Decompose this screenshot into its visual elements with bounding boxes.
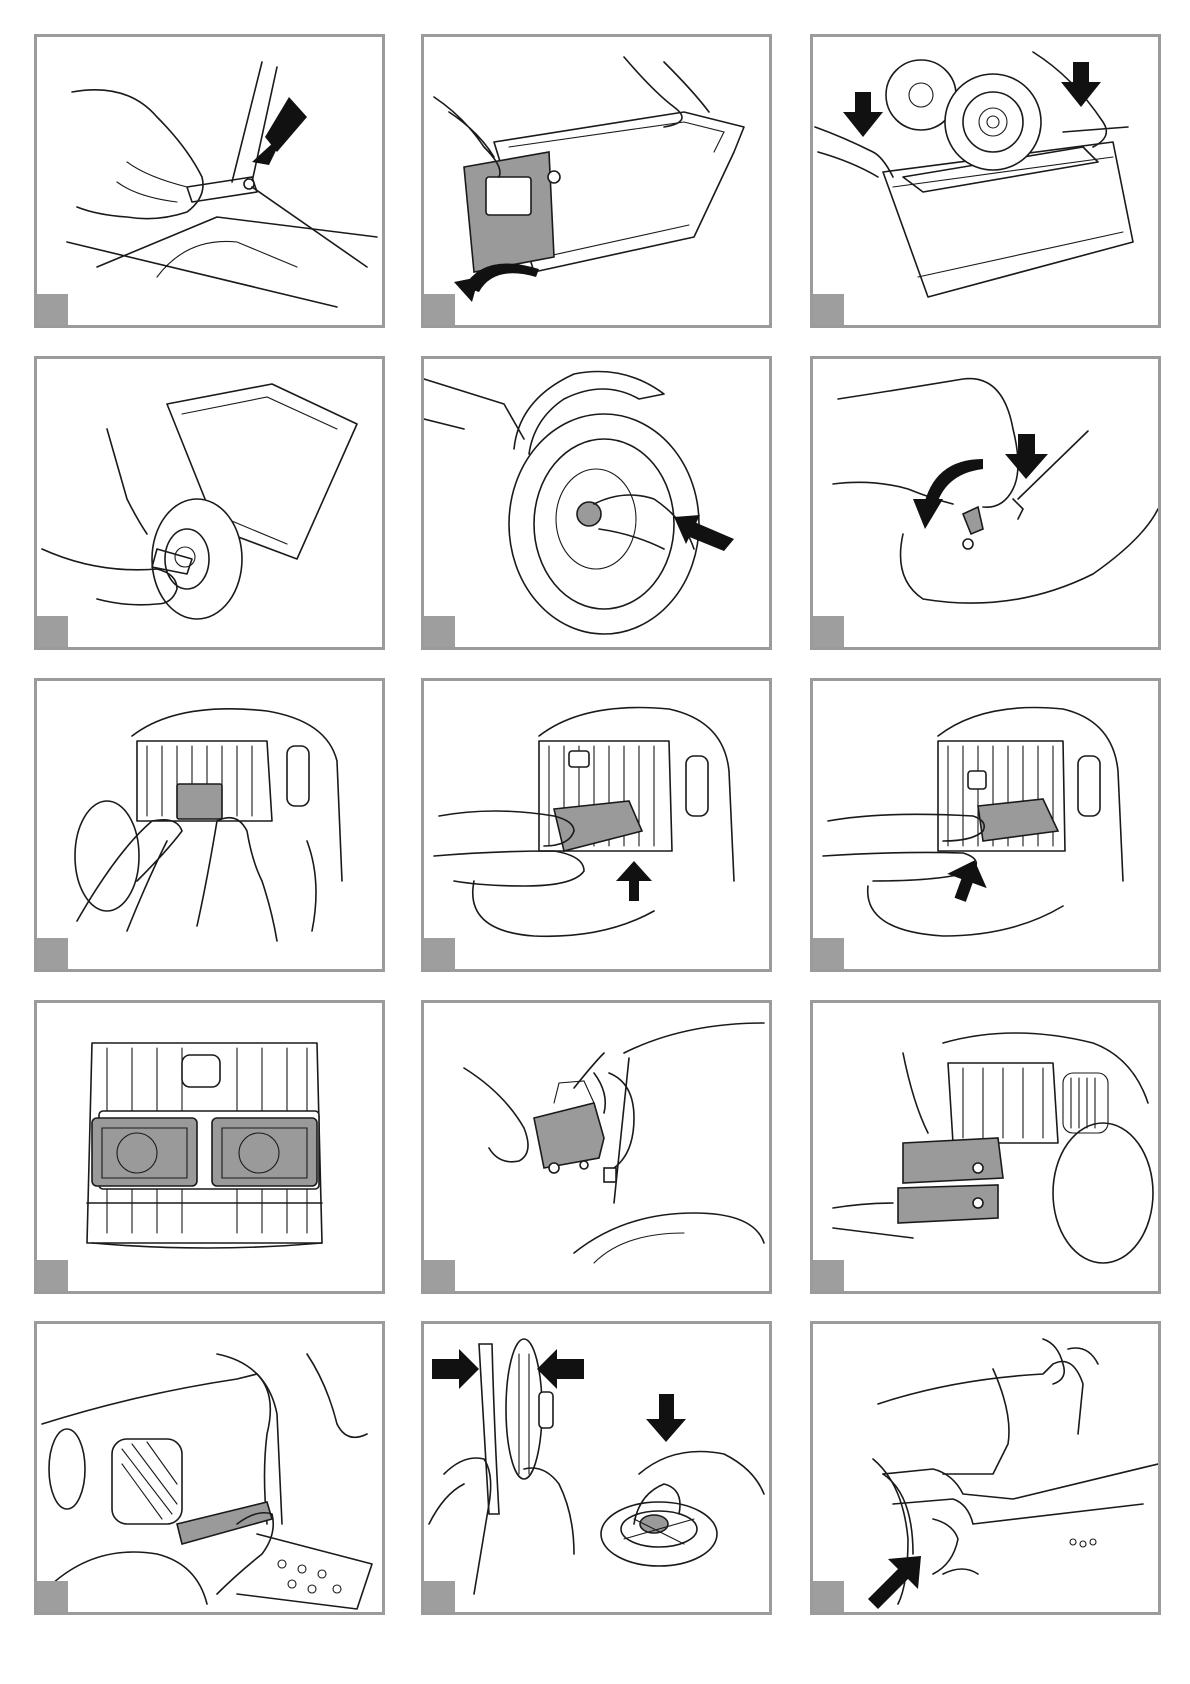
step-number-box: [813, 1260, 844, 1291]
arrow-right-icon: [432, 1349, 479, 1389]
step-number-box: [37, 616, 68, 647]
arrow-down-icon: [1061, 62, 1101, 107]
illustration-grille-insert: [37, 681, 382, 969]
panel-14: [421, 1321, 772, 1615]
panel-5: [421, 356, 772, 650]
step-number-box: [424, 616, 455, 647]
illustration-exhaust-side-part: [813, 1324, 1158, 1612]
illustration-trailer-wheel-nut: [37, 359, 382, 647]
step-number-box: [37, 294, 68, 325]
grille-insert-part: [177, 784, 222, 819]
arrow-up-icon: [616, 861, 652, 901]
arrow-up-icon: [940, 853, 994, 907]
arrow-left-icon: [537, 1349, 584, 1389]
step-number-box: [424, 1260, 455, 1291]
panel-4: [34, 356, 385, 650]
weight-upper-part: [903, 1138, 1003, 1183]
arrow-down-icon: [646, 1394, 686, 1442]
panel-12: [810, 1000, 1161, 1294]
step-number-box: [813, 938, 844, 969]
step-part: [177, 1502, 272, 1544]
step-number-box: [813, 1581, 844, 1612]
step-number-box: [37, 938, 68, 969]
bracket-part: [534, 1103, 604, 1168]
arrow-down-icon: [843, 92, 883, 137]
arrow-down-icon: [1005, 434, 1048, 479]
illustration-rear-wheel-hubcap: [424, 359, 769, 647]
illustration-steering-wheel: [424, 1324, 769, 1612]
illustration-trailer-wheels: [813, 37, 1158, 325]
headlight-part: [554, 801, 642, 851]
step-number-box: [424, 294, 455, 325]
step-number-box: [424, 938, 455, 969]
panel-10: [34, 1000, 385, 1294]
illustration-trailer-tailgate: [424, 37, 769, 325]
illustration-hood-screw: [813, 359, 1158, 647]
headlight-part: [978, 799, 1058, 841]
panel-1: [34, 34, 385, 328]
illustration-front-weight-bracket: [424, 1003, 769, 1291]
illustration-headlights-fitted: [37, 1003, 382, 1291]
step-number-box: [813, 616, 844, 647]
illustration-trailer-drawbar: [37, 37, 382, 325]
panel-8: [421, 678, 772, 972]
step-number-box: [813, 294, 844, 325]
step-number-box: [37, 1581, 68, 1612]
panel-3: [810, 34, 1161, 328]
panel-11: [421, 1000, 772, 1294]
illustration-left-headlight: [424, 681, 769, 969]
step-number-box: [37, 1260, 68, 1291]
illustration-side-step: [37, 1324, 382, 1612]
panel-6: [810, 356, 1161, 650]
step-number-box: [424, 1581, 455, 1612]
arrow-icon: [265, 97, 307, 152]
illustration-right-headlight: [813, 681, 1158, 969]
panel-7: [34, 678, 385, 972]
panel-2: [421, 34, 772, 328]
arrow-icon: [868, 1556, 921, 1609]
illustration-front-weights: [813, 1003, 1158, 1291]
panel-13: [34, 1321, 385, 1615]
panel-15: [810, 1321, 1161, 1615]
panel-9: [810, 678, 1161, 972]
